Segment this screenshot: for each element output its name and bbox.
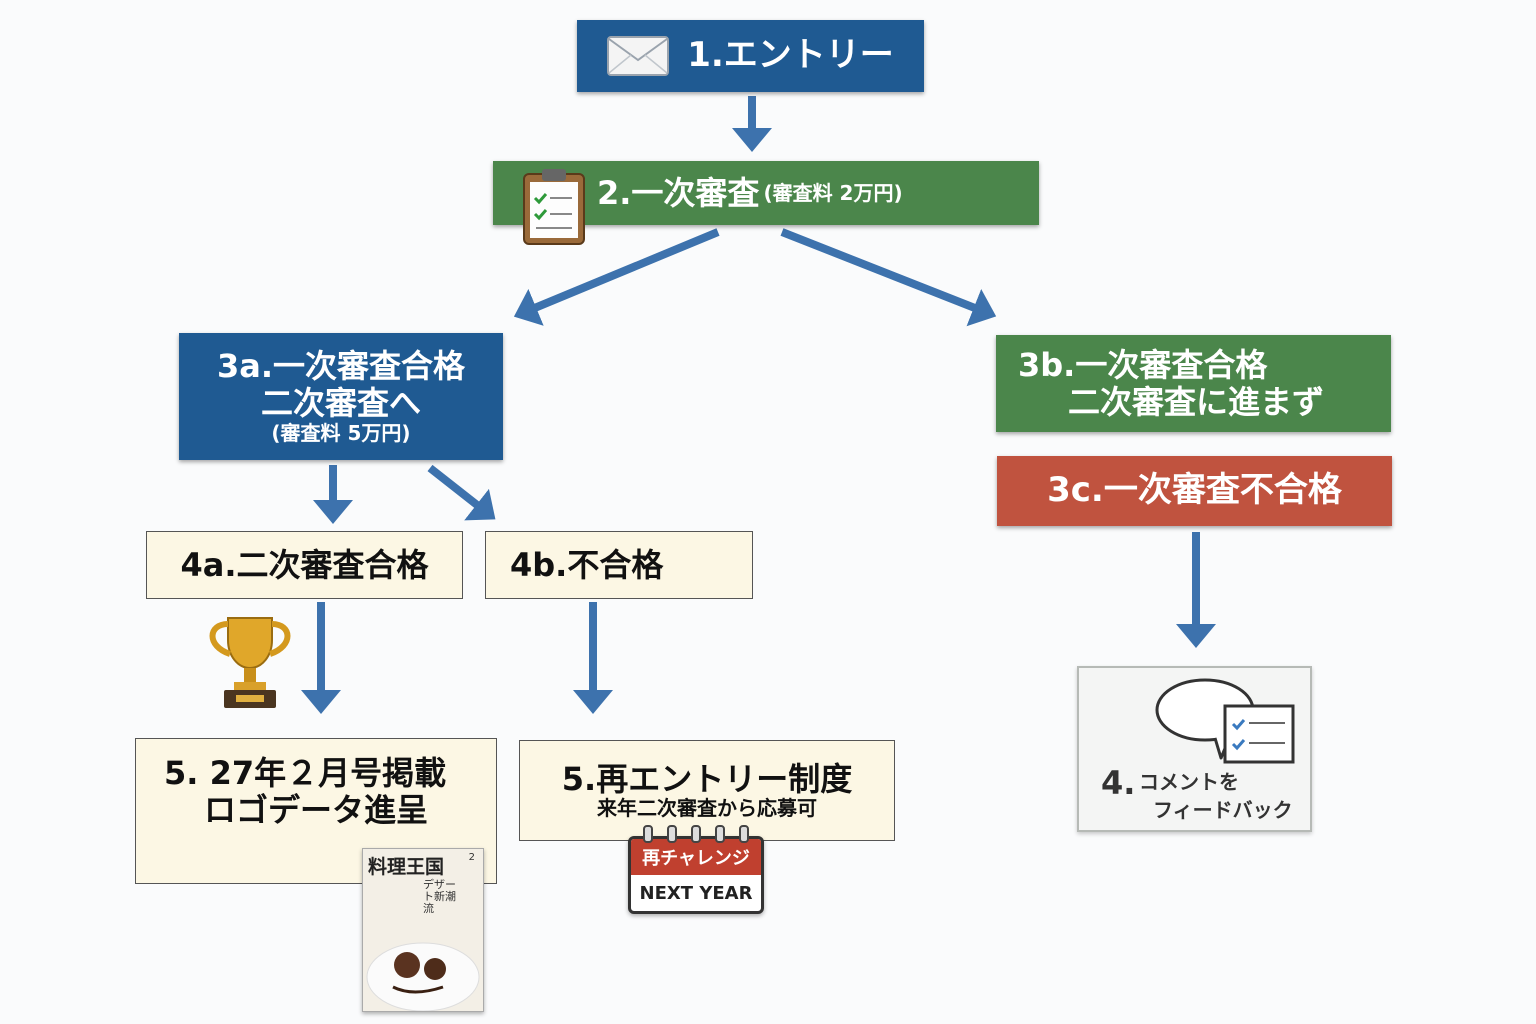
calendar-top-label: 再チャレンジ xyxy=(642,848,750,869)
first-label: 2.一次審査 xyxy=(597,173,760,212)
5b-line1: 5.再エントリー制度 xyxy=(561,759,853,798)
calendar-header: 再チャレンジ xyxy=(631,839,761,875)
3b-line2: 二次審査に進まず xyxy=(1068,382,1325,421)
first-fee: (審査料 2万円) xyxy=(763,180,903,205)
node-4a-pass: 4a.二次審査合格 xyxy=(146,531,463,599)
magazine-title: 料理王国 xyxy=(368,856,445,878)
calendar-icon: 再チャレンジ NEXT YEAR xyxy=(628,836,764,914)
magazine-issue: 2 xyxy=(468,852,475,863)
envelope-icon xyxy=(607,36,670,76)
feedback-number: 4. xyxy=(1101,764,1136,802)
node-5b-reentry: 5.再エントリー制度 来年二次審査から応募可 xyxy=(519,740,895,841)
3a-line2: 二次審査へ xyxy=(260,384,421,422)
trophy-icon xyxy=(209,617,291,708)
4b-label: 4b.不合格 xyxy=(510,545,664,584)
calendar-body: NEXT YEAR xyxy=(631,875,761,911)
5a-line2: ロゴデータ進呈 xyxy=(204,790,429,829)
magazine-dessert-photo xyxy=(366,942,480,1011)
comment-checklist-icon xyxy=(1155,678,1295,764)
node-feedback: 4. コメントを フィードバック xyxy=(1077,666,1312,832)
node-4b-fail: 4b.不合格 xyxy=(485,531,753,599)
arrow-first-to-3b xyxy=(780,228,997,327)
arrow-3a-to-4b xyxy=(427,464,496,521)
node-3c-fail: 3c.一次審査不合格 xyxy=(997,456,1392,526)
magazine-feature: デザート新潮流 xyxy=(423,878,456,916)
node-3a-pass: 3a.一次審査合格 二次審査へ (審査料 5万円) xyxy=(179,333,503,460)
node-entry: 1.エントリー xyxy=(577,20,924,92)
feedback-line1: コメントを xyxy=(1139,770,1239,794)
clipboard-icon xyxy=(523,169,585,245)
calendar-bottom-label: NEXT YEAR xyxy=(639,882,753,904)
arrow-first-to-3a xyxy=(513,228,720,326)
calendar-rings xyxy=(643,825,749,843)
3c-label: 3c.一次審査不合格 xyxy=(1047,470,1342,511)
magazine-cover: 料理王国 2 デザート新潮流 xyxy=(362,848,484,1012)
entry-label: 1.エントリー xyxy=(687,35,894,76)
3b-line1: 3b.一次審査合格 xyxy=(1018,345,1268,384)
4a-label: 4a.二次審査合格 xyxy=(180,545,429,584)
3a-fee: (審査料 5万円) xyxy=(271,420,411,445)
5a-line1: 5. 27年２月号掲載 xyxy=(164,754,447,792)
node-3b-pass-no-second: 3b.一次審査合格 二次審査に進まず xyxy=(996,335,1391,432)
3a-line1: 3a.一次審査合格 xyxy=(216,347,466,386)
feedback-line2: フィードバック xyxy=(1153,798,1293,822)
5b-line2: 来年二次審査から応募可 xyxy=(597,796,817,821)
